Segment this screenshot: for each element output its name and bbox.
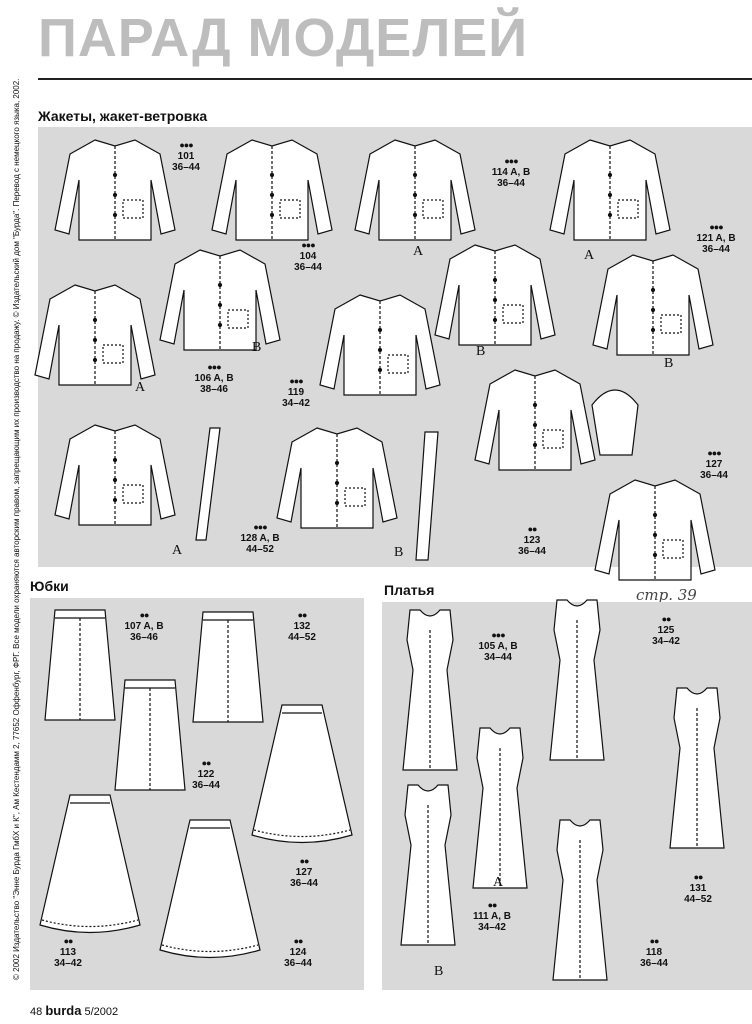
variant-letter: A (172, 543, 183, 558)
variant-letter: B (434, 964, 444, 979)
variant-letter: B (664, 356, 674, 371)
page-footer: 48 burda 5/2002 (30, 1003, 118, 1018)
section-title-dresses: Платья (384, 582, 435, 598)
variant-letter: A (413, 244, 424, 259)
brand-logo: burda (45, 1003, 82, 1018)
variant-letter: A (584, 248, 595, 263)
section-title-skirts: Юбки (30, 578, 69, 594)
title-rule (38, 78, 752, 80)
variant-letter: B (252, 340, 262, 355)
variant-letter: A (493, 875, 504, 890)
variant-letter: A (135, 380, 146, 395)
page-title: ПАРАД МОДЕЛЕЙ (38, 8, 529, 68)
handwritten-note: стр. 39 (636, 586, 697, 604)
variant-letter: B (394, 545, 404, 560)
variant-letter: B (476, 344, 486, 359)
issue-number: 5/2002 (84, 1006, 119, 1018)
section-title-jackets: Жакеты, жакет-ветровка (38, 108, 208, 124)
page-number: 48 (30, 1006, 43, 1018)
